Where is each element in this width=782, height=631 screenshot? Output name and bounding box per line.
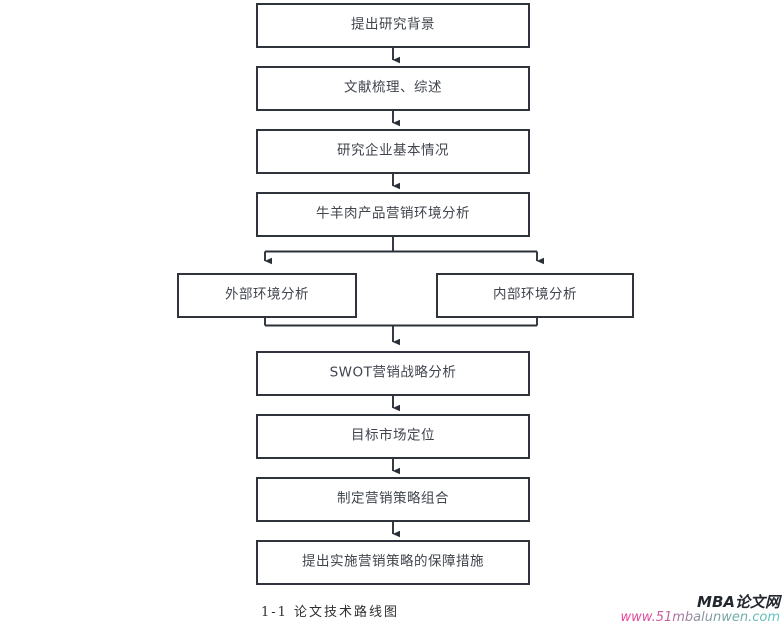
flow-node-label: 提出研究背景	[351, 16, 435, 33]
flow-node-external-environment-analysis: 外部环境分析	[177, 273, 357, 318]
flow-node-research-background: 提出研究背景	[256, 3, 530, 48]
watermark-brand: MBA论文网	[697, 593, 780, 611]
flow-node-enterprise-overview: 研究企业基本情况	[256, 129, 530, 174]
watermark-url: www.51mbalunwen.com	[620, 609, 780, 625]
flow-node-marketing-environment-analysis: 牛羊肉产品营销环境分析	[256, 192, 530, 237]
flow-node-marketing-strategy-mix: 制定营销策略组合	[256, 477, 530, 522]
flow-node-label: 目标市场定位	[351, 427, 435, 444]
flow-node-label: SWOT营销战略分析	[329, 364, 457, 381]
figure-caption: 1-1 论文技术路线图	[260, 605, 400, 620]
flow-node-safeguard-measures: 提出实施营销策略的保障措施	[256, 540, 530, 585]
flow-node-label: 外部环境分析	[225, 286, 309, 303]
watermark: MBA论文网 www.51mbalunwen.com	[620, 593, 780, 625]
flow-node-label: 内部环境分析	[493, 286, 577, 303]
flow-node-label: 提出实施营销策略的保障措施	[302, 553, 484, 570]
flow-node-internal-environment-analysis: 内部环境分析	[436, 273, 634, 318]
flow-node-swot-strategy-analysis: SWOT营销战略分析	[256, 351, 530, 396]
flow-node-target-market-positioning: 目标市场定位	[256, 414, 530, 459]
flow-node-label: 牛羊肉产品营销环境分析	[316, 205, 470, 222]
flow-node-label: 制定营销策略组合	[337, 490, 449, 507]
flow-node-label: 研究企业基本情况	[337, 142, 449, 159]
flow-node-label: 文献梳理、综述	[344, 79, 442, 96]
flow-node-literature-review: 文献梳理、综述	[256, 66, 530, 111]
